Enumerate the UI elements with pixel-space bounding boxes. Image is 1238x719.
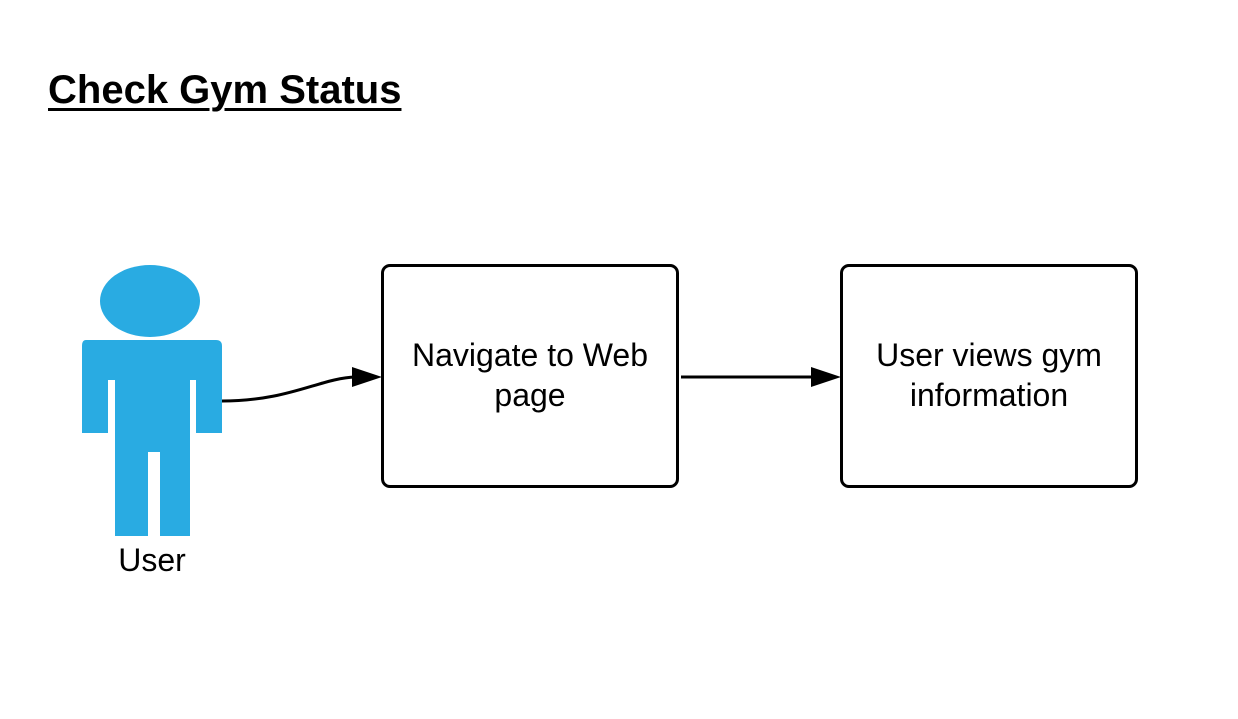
connector-navigate-to-views [681,367,841,387]
process-box-views-info: User views gym information [840,264,1138,488]
actor-head [100,265,200,337]
diagram-title: Check Gym Status [48,68,402,112]
actor-label: User [118,542,186,578]
user-actor-icon [82,265,222,536]
actor-body [82,340,222,536]
connector-user-to-navigate [221,367,382,403]
arrowhead-icon [352,367,382,387]
process-box-text-line: page [494,377,566,413]
process-box-text-line: User views gym [876,337,1102,373]
process-box-text-line: Navigate to Web [412,337,648,373]
process-box-text-line: information [909,377,1069,413]
process-box-navigate: Navigate to Web page [381,264,679,488]
arrowhead-icon [811,367,841,387]
